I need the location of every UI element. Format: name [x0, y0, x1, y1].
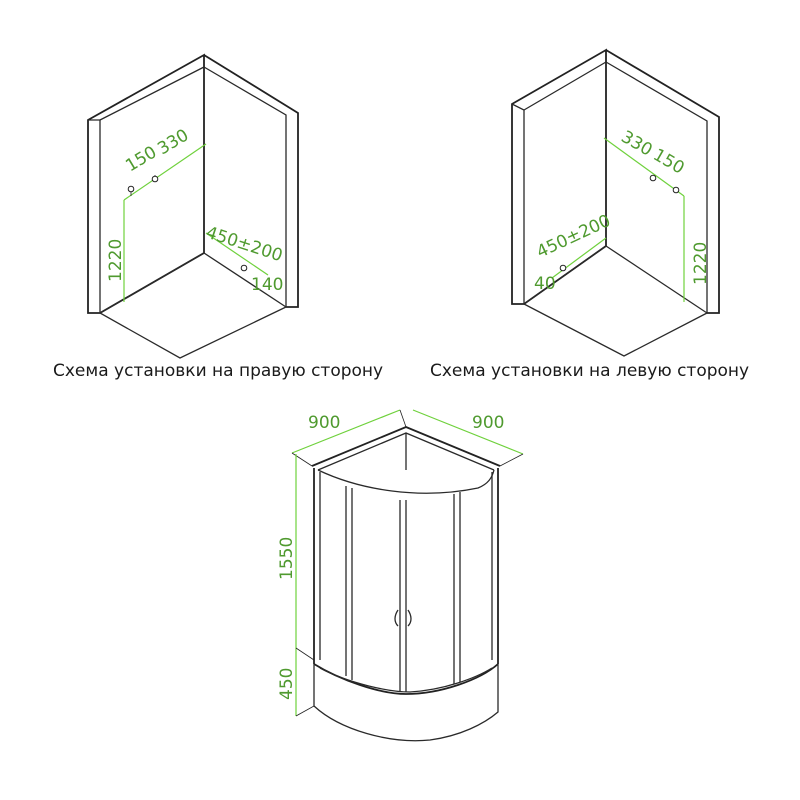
shower-cabin: 900 900 1550 450 [277, 409, 524, 742]
left-install-scheme: 330 150 1220 450±200 40 Схема установки … [430, 48, 749, 381]
cabin-dim-width-left: 900 [308, 413, 340, 433]
cabin-body [311, 426, 501, 742]
cabin-dim-tray: 450 [277, 668, 297, 700]
left-dim-330: 330 [618, 127, 656, 161]
left-dim-40: 40 [534, 274, 556, 294]
right-dim-330: 330 [154, 125, 192, 159]
right-scheme-caption: Схема установки на правую сторону [53, 361, 383, 381]
right-dim-450: 450±200 [203, 223, 284, 266]
cabin-dim-height: 1550 [277, 537, 297, 580]
right-dim-150: 150 [122, 142, 160, 176]
cabin-dim-width-right: 900 [472, 413, 504, 433]
left-dim-1220: 1220 [691, 242, 711, 285]
right-dim-1220: 1220 [106, 239, 126, 282]
right-scheme-walls [87, 53, 299, 359]
left-dim-150: 150 [650, 145, 688, 179]
right-install-scheme: 150 330 1220 450±200 140 Схема установки… [53, 53, 383, 381]
left-scheme-dimensions: 330 150 1220 450±200 40 [534, 127, 711, 302]
left-scheme-caption: Схема установки на левую сторону [430, 361, 749, 381]
left-scheme-walls [511, 48, 720, 357]
right-dim-140: 140 [251, 275, 283, 295]
left-dim-450: 450±200 [534, 211, 614, 263]
right-scheme-dimensions: 150 330 1220 450±200 140 [106, 125, 285, 302]
cabin-dimensions: 900 900 1550 450 [277, 409, 524, 717]
